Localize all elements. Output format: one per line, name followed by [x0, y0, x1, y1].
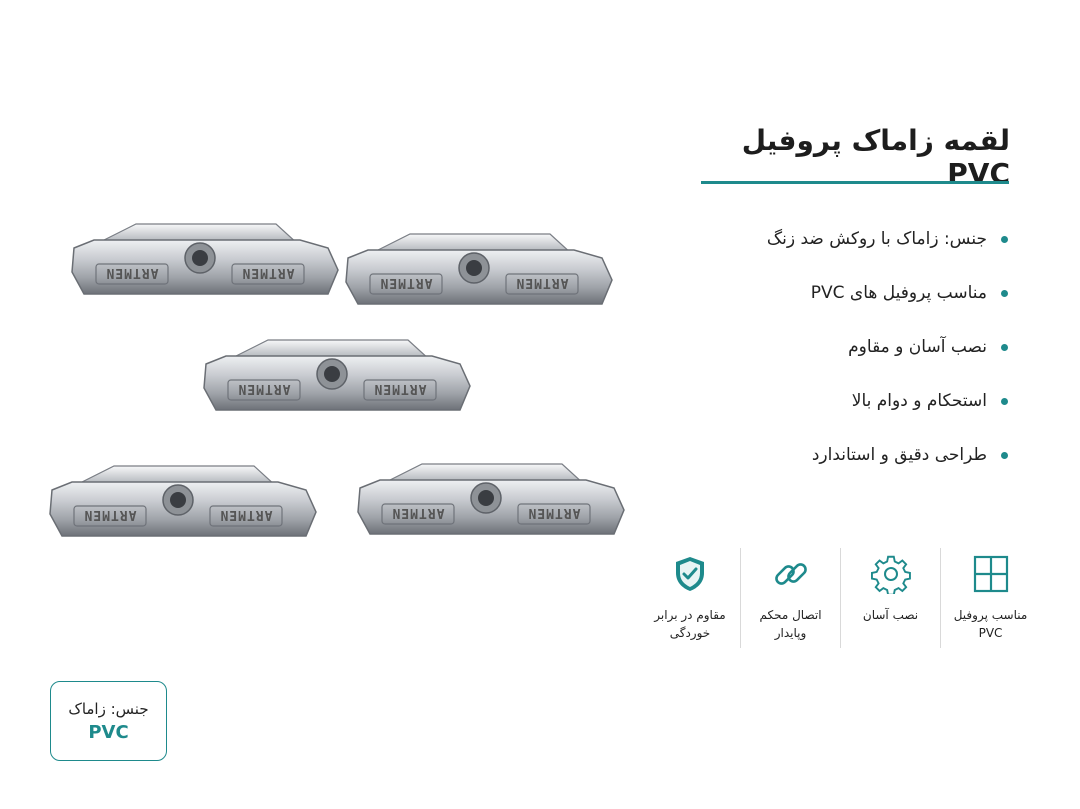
feature-text: جنس: زاماک با روکش ضد زنگ: [766, 229, 987, 249]
product-part-2: ARTMEN ARTMEN: [345, 233, 613, 305]
material-label: جنس: زاماک: [68, 699, 149, 718]
badge-corrosion-resistant: مقاوم در برابر خوردگی: [640, 548, 740, 648]
badge-easy-install: نصب آسان: [840, 548, 940, 648]
badge-label: مقاوم در برابر خوردگی: [654, 608, 726, 640]
feature-text: استحکام و دوام بالا: [851, 391, 987, 411]
badge-label: مناسب پروفیل PVC: [953, 608, 1028, 640]
product-part-4: ARTMEN ARTMEN: [49, 465, 317, 537]
brand-mark: ARTMEN: [528, 505, 581, 520]
badge-strong-connection: اتصال محکم وپایدار: [740, 548, 840, 648]
window-icon: [973, 555, 1008, 593]
page-title: لقمه زاماک پروفیل PVC: [741, 124, 1010, 190]
feature-item: نصب آسان و مقاوم: [678, 328, 1008, 382]
badge-label: نصب آسان: [862, 608, 919, 622]
product-part-5: ARTMEN ARTMEN: [357, 463, 625, 535]
feature-text: مناسب پروفیل های PVC: [810, 283, 987, 303]
product-part-1: ARTMEN ARTMEN: [71, 223, 339, 295]
bullet-dot: [1001, 236, 1008, 243]
material-info-box: جنس: زاماک PVC: [50, 681, 167, 761]
link-icon: [774, 563, 807, 585]
feature-text: نصب آسان و مقاوم: [848, 337, 987, 357]
feature-text: طراحی دقیق و استاندارد: [811, 445, 987, 465]
feature-item: جنس: زاماک با روکش ضد زنگ: [678, 220, 1008, 274]
brand-mark: ARTMEN: [106, 265, 159, 280]
brand-mark: ARTMEN: [84, 507, 137, 522]
badge-label: اتصال محکم وپایدار: [759, 608, 822, 640]
product-part-3: ARTMEN ARTMEN: [203, 339, 471, 411]
brand-mark: ARTMEN: [392, 505, 445, 520]
feature-item: مناسب پروفیل های PVC: [678, 274, 1008, 328]
brand-mark: ARTMEN: [516, 275, 569, 290]
material-value: PVC: [88, 721, 129, 743]
feature-item: طراحی دقیق و استاندارد: [678, 436, 1008, 490]
brand-mark: ARTMEN: [220, 507, 273, 522]
title-underline: [701, 181, 1009, 184]
product-photo: ARTMEN ARTMEN ARTMEN ARTMEN ARTMEN ARTME…: [49, 223, 625, 537]
bullet-dot: [1001, 344, 1008, 351]
bullet-dot: [1001, 290, 1008, 297]
badge-pvc-profile: مناسب پروفیل PVC: [940, 548, 1040, 648]
brand-mark: ARTMEN: [238, 381, 291, 396]
bullet-dot: [1001, 398, 1008, 405]
brand-mark: ARTMEN: [380, 275, 433, 290]
shield-check-icon: [676, 557, 704, 591]
feature-item: استحکام و دوام بالا: [678, 382, 1008, 436]
gear-icon: [870, 555, 911, 594]
brand-mark: ARTMEN: [374, 381, 427, 396]
bullet-dot: [1001, 452, 1008, 459]
feature-badges: مناسب پروفیل PVC نصب آسان اتصال محکم وپا…: [640, 548, 1040, 648]
feature-list: جنس: زاماک با روکش ضد زنگ مناسب پروفیل ه…: [678, 220, 1008, 490]
brand-mark: ARTMEN: [242, 265, 295, 280]
